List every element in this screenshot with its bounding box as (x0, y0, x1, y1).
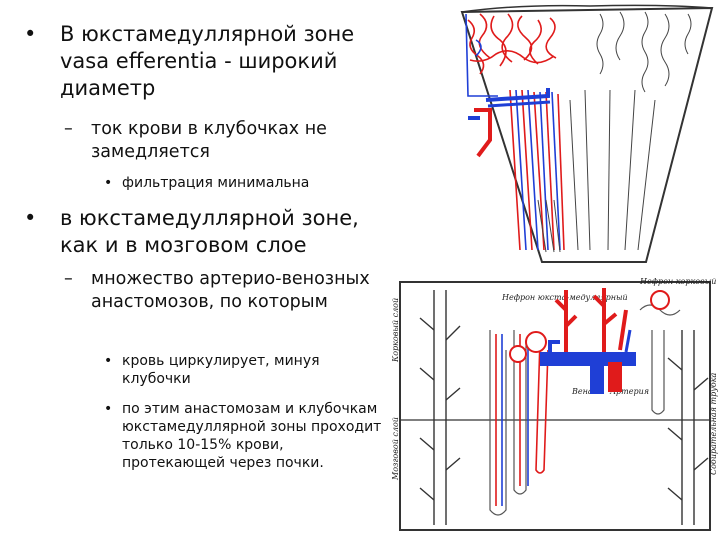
bullet-marker: • (104, 353, 113, 369)
bullet-b4: в юкстамедуллярной зоне, как и в мозгово… (60, 206, 359, 257)
label-cortex: Корковый слой (391, 298, 400, 363)
label-artery: Артерия (609, 387, 649, 396)
bullet-b3: фильтрация минимальна (122, 175, 310, 191)
label-medulla: Мозговой слой (391, 417, 400, 481)
bullet-b2: ток крови в клубочках не замедляется (91, 119, 327, 162)
bullet-b6: кровь циркулирует, минуя клубочки (122, 353, 320, 387)
bullet-marker: • (104, 175, 113, 191)
label-vein: Вена (571, 387, 593, 396)
bullet-b7: по этим анастомозам и клубочкам юкстамед… (122, 401, 382, 471)
bullet-marker: • (24, 206, 37, 230)
bullet-b5: множество артерио-венозных анастомозов, … (91, 269, 370, 312)
label-collecting-duct: Собирательная трубка (709, 372, 718, 475)
label-cortical-nephron: Нефрон корковый (639, 277, 716, 286)
bullet-marker: • (24, 22, 37, 46)
bullet-marker: – (64, 269, 73, 289)
kidney-nephron-bottom-figure: Корковый слой Мозговой слой Собирательна… (391, 277, 718, 531)
bullet-b1: В юкстамедуллярной зоне vasa efferentia … (60, 22, 355, 100)
text-column: • В юкстамедуллярной зоне vasa efferenti… (24, 22, 382, 471)
bullet-marker: • (104, 401, 113, 417)
kidney-vessels-top-figure (460, 4, 714, 263)
bullet-marker: – (64, 119, 73, 139)
